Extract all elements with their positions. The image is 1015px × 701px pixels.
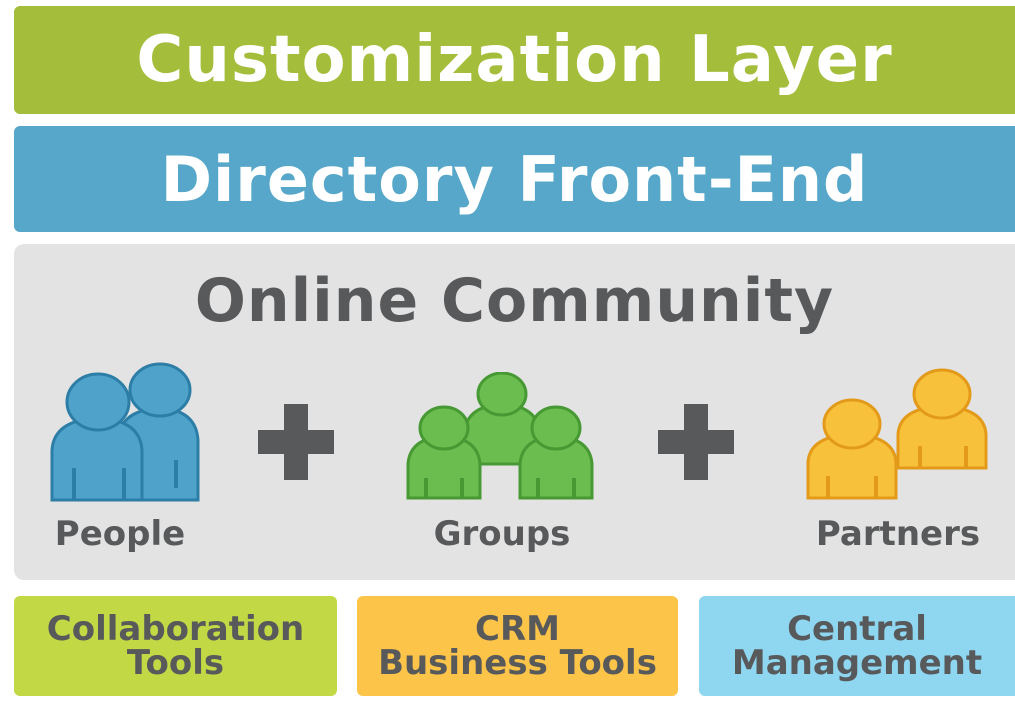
central-management-line1: Central [787, 609, 927, 649]
online-community-panel: Online Community [14, 244, 1015, 580]
central-management-box: Central Management [699, 596, 1015, 696]
central-management-line2: Management [731, 643, 983, 683]
plus-icon [658, 404, 734, 480]
collaboration-tools-box: Collaboration Tools [14, 596, 337, 696]
people-icon [50, 362, 200, 502]
plus-icon [258, 404, 334, 480]
directory-front-end-band: Directory Front-End [14, 126, 1015, 232]
crm-business-tools-box: CRM Business Tools [357, 596, 678, 696]
crm-business-tools-line1: CRM [475, 609, 560, 649]
groups-icon [406, 372, 594, 500]
people-label: People [54, 514, 186, 554]
collaboration-tools-line2: Tools [126, 643, 225, 683]
customization-layer-label: Customization Layer [136, 23, 893, 97]
partners-label: Partners [815, 514, 981, 554]
groups-label: Groups [433, 514, 571, 554]
collaboration-tools-line1: Collaboration [46, 609, 305, 649]
partners-icon [806, 368, 988, 500]
crm-business-tools-line2: Business Tools [378, 643, 657, 683]
online-community-title: Online Community [194, 266, 835, 336]
directory-front-end-label: Directory Front-End [160, 142, 869, 216]
customization-layer-band: Customization Layer [14, 6, 1015, 114]
